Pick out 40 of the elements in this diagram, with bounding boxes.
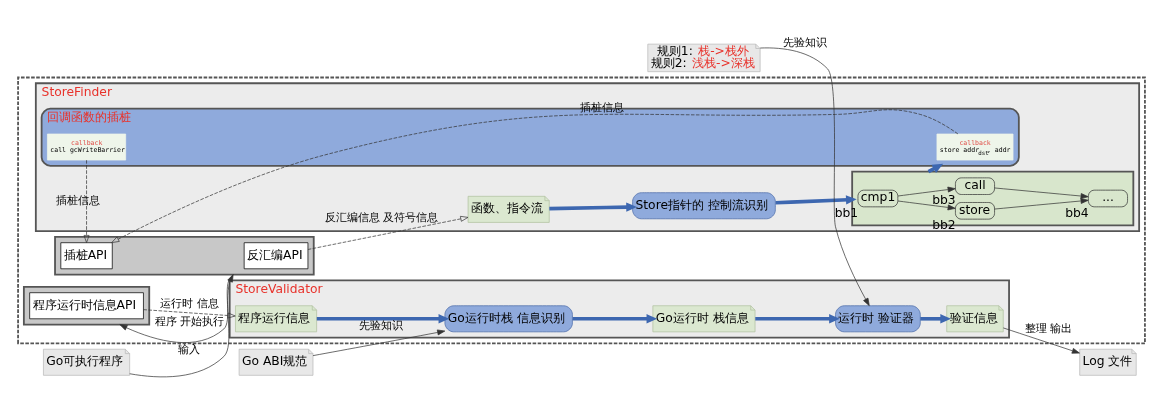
arrow <box>83 159 90 243</box>
arrow <box>572 314 658 324</box>
arrow <box>111 109 959 243</box>
node-box: 反汇编API <box>243 242 309 270</box>
edge-label: 运行时 信息 <box>160 297 219 311</box>
edge-label: 先验知识 <box>358 318 403 332</box>
node-box: Store指针的 控制流识别 <box>632 192 776 220</box>
arrow <box>312 329 446 356</box>
arrow <box>307 215 469 250</box>
arrow <box>119 274 234 343</box>
arrow <box>897 200 956 211</box>
node-box: Go运行时栈 信息识别 <box>444 305 573 333</box>
arrow <box>316 314 450 324</box>
node-box: 运行时 验证器 <box>835 305 921 333</box>
node-box: call <box>955 177 995 195</box>
arrow <box>143 309 236 319</box>
node-label: bb4 <box>1065 205 1089 220</box>
arrow <box>755 314 840 324</box>
arrow <box>1002 327 1080 354</box>
edge-label: 输入 <box>178 342 201 356</box>
edge-label: 程序 开始执行 <box>155 315 225 329</box>
arrow <box>129 274 234 378</box>
node-box: store <box>955 202 995 220</box>
arrow <box>897 186 956 197</box>
edge-label: 插桩信息 <box>56 193 101 207</box>
arrow <box>759 47 870 306</box>
arrow <box>775 195 857 205</box>
arrow <box>994 187 1089 199</box>
node-box: cmp1 <box>857 189 899 208</box>
edge-label: 先验知识 <box>783 35 828 49</box>
node-box: ... <box>1088 189 1128 208</box>
node-box: 插桩API <box>60 242 113 270</box>
edge-label: 反汇编信息 及符号信息 <box>324 210 439 224</box>
cluster <box>22 286 151 326</box>
edge-label: 整理 输出 <box>1024 321 1073 335</box>
arrow <box>549 202 637 212</box>
node-label: bb3 <box>932 193 956 208</box>
arrow <box>994 198 1089 210</box>
arrow <box>920 314 951 324</box>
node-box: 程序运行时信息API <box>29 292 144 320</box>
